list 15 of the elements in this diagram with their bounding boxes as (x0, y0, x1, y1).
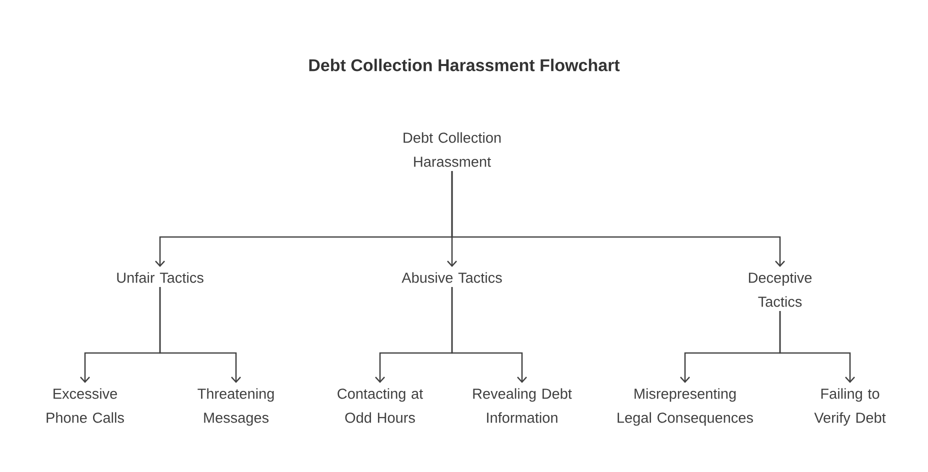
node-label: Debt Collection Harassment (404, 132, 501, 167)
node-label: Abusive Tactics (402, 272, 502, 283)
node-label: Unfair Tactics (117, 272, 204, 283)
arrow (159, 287, 241, 383)
arrow (451, 287, 527, 383)
node-label: Excessive Phone Calls (46, 388, 124, 423)
node-label: Contacting at Odd Hours (338, 388, 423, 423)
title: Debt Collection Harassment Flowchart (309, 58, 620, 72)
node-label: Deceptive Tactics (748, 272, 812, 307)
node-label: Revealing Debt Information (473, 388, 572, 423)
arrow (779, 311, 855, 383)
node-label: Failing to Verify Debt (814, 388, 886, 426)
node-label: Threatening Messages (198, 388, 274, 426)
arrow (451, 171, 785, 267)
node-label: Misrepresenting Legal Consequences (618, 388, 753, 426)
